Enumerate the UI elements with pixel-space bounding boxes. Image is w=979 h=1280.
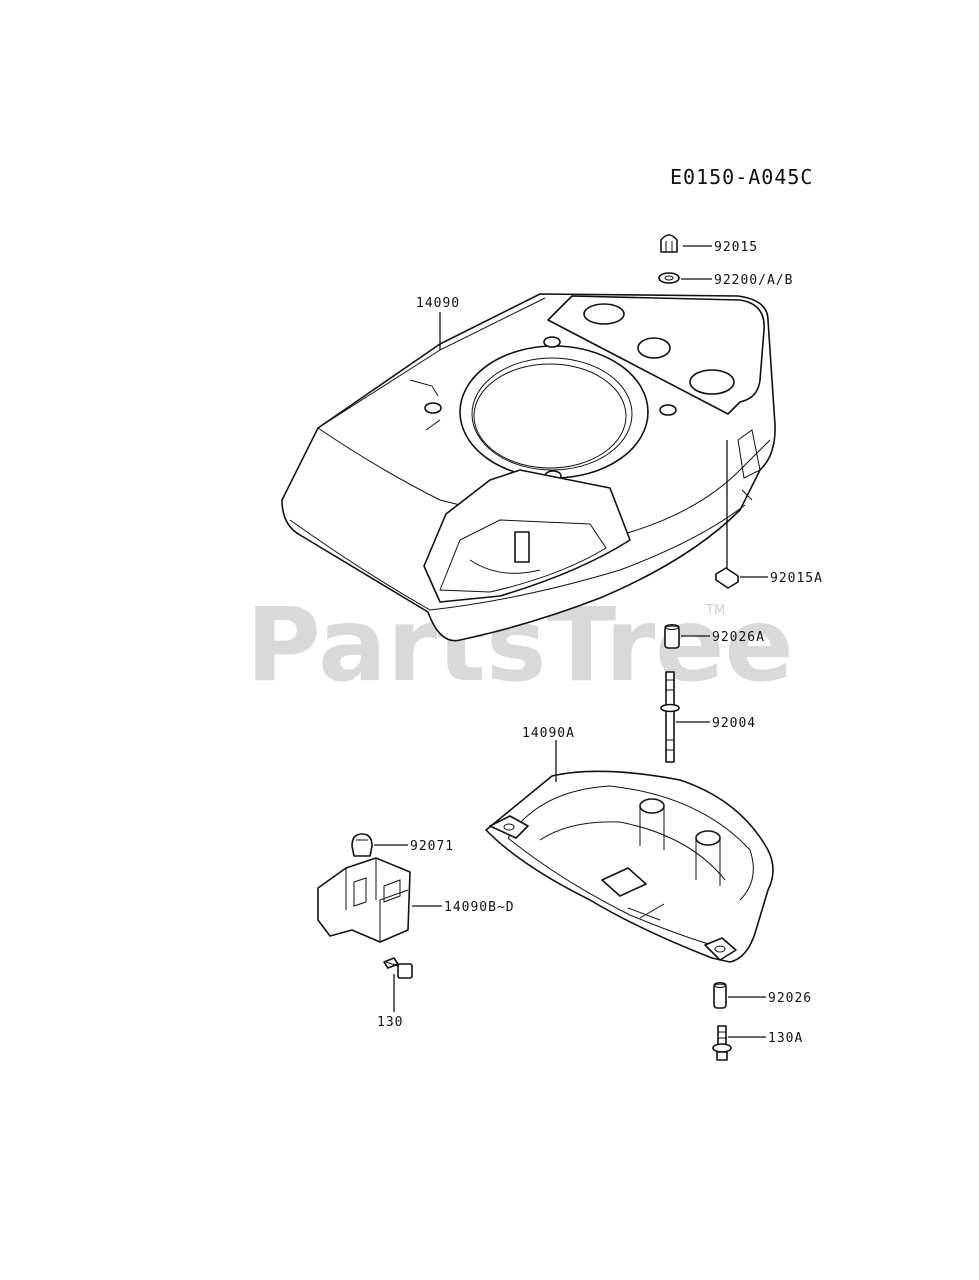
label-92071: 92071 bbox=[410, 839, 454, 854]
pin-92026A[interactable] bbox=[664, 624, 680, 649]
bracket-14090BD[interactable] bbox=[317, 857, 411, 943]
label-130A: 130A bbox=[768, 1031, 803, 1046]
diagram-code: E0150-A045C bbox=[670, 165, 813, 189]
grommet-92071[interactable] bbox=[351, 833, 373, 857]
watermark-tm: TM bbox=[705, 603, 725, 618]
label-92015: 92015 bbox=[714, 240, 758, 255]
bolt-130[interactable] bbox=[383, 957, 413, 979]
label-14090BD: 14090B~D bbox=[444, 900, 515, 915]
stud-92004[interactable] bbox=[660, 671, 680, 763]
label-92200: 92200/A/B bbox=[714, 273, 793, 288]
shroud-14090[interactable] bbox=[281, 293, 776, 642]
label-92015A: 92015A bbox=[770, 571, 823, 586]
pin-92026[interactable] bbox=[713, 982, 727, 1009]
label-130: 130 bbox=[377, 1015, 403, 1030]
part-labels: 92015 92200/A/B 14090 92015A 92026A 9200… bbox=[377, 240, 823, 1046]
label-92026: 92026 bbox=[768, 991, 812, 1006]
label-92004: 92004 bbox=[712, 716, 756, 731]
bolt-130A[interactable] bbox=[712, 1025, 732, 1061]
cover-14090A[interactable] bbox=[485, 770, 774, 963]
label-92026A: 92026A bbox=[712, 630, 765, 645]
nut-92015A[interactable] bbox=[715, 567, 739, 589]
leader-lines bbox=[374, 245, 768, 1038]
label-14090: 14090 bbox=[416, 296, 460, 311]
label-14090A: 14090A bbox=[522, 726, 575, 741]
washer-92200[interactable] bbox=[658, 272, 680, 284]
nut-92015[interactable] bbox=[660, 234, 678, 253]
